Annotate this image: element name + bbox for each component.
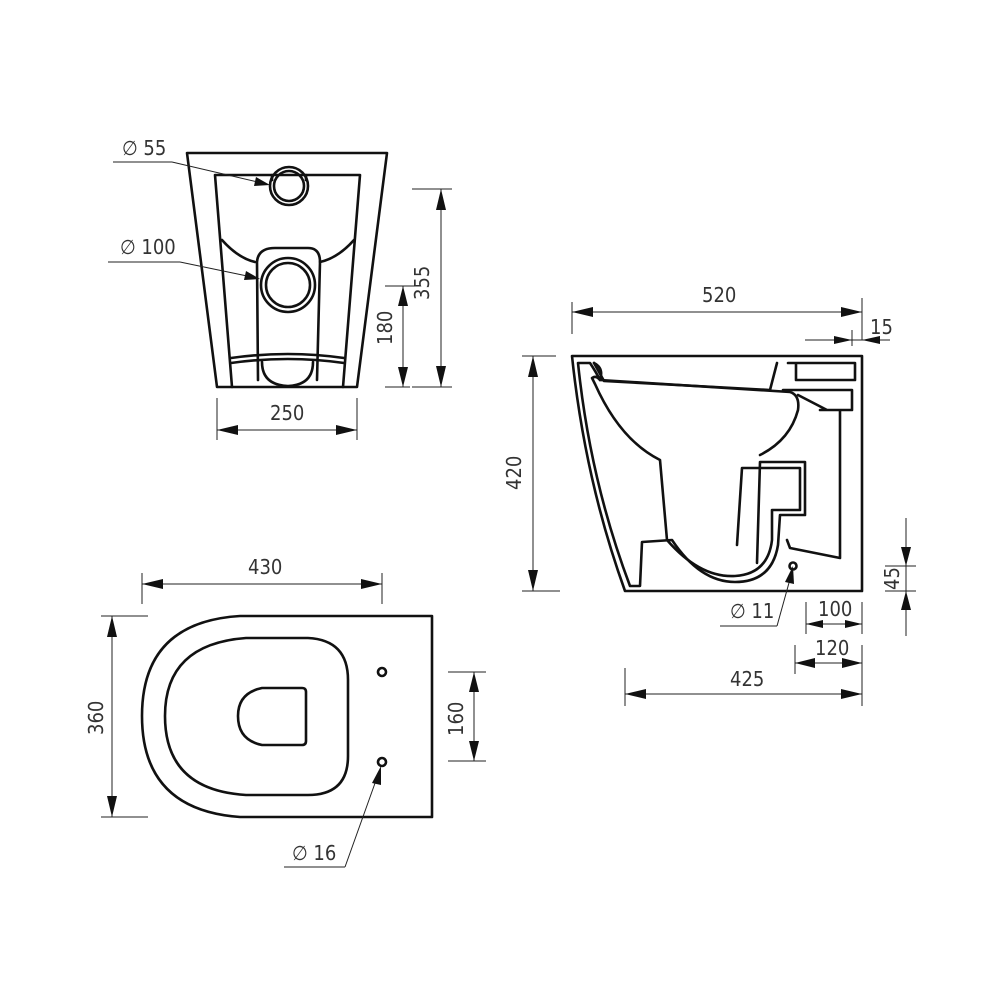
dim-fixing-hole-diameter: ∅ 11 [730, 599, 774, 623]
rear-inlet-outer [268, 165, 310, 207]
dim-top-length: 430 [248, 555, 282, 579]
dim-side-length: 520 [702, 283, 736, 307]
rear-inlet-tab [270, 173, 308, 182]
rear-view: ∅ 55 ∅ 100 355 180 250 [108, 136, 452, 440]
dim-rear-height: 355 [410, 266, 434, 300]
dim-outlet-height: 180 [373, 311, 397, 345]
side-rim-top [592, 361, 779, 392]
dim-top-width: 360 [84, 701, 108, 735]
side-view: 520 15 420 45 ∅ 11 100 [502, 283, 916, 706]
dim-back-to-outlet: 120 [815, 636, 849, 660]
side-outer-outline [570, 354, 864, 593]
dim-hinge-spacing: 160 [444, 702, 468, 736]
dim-base-length: 425 [730, 667, 764, 691]
rear-shoulder-curves [220, 238, 356, 264]
rear-outer-outline [185, 151, 389, 389]
dim-outlet-diameter: ∅ 100 [120, 235, 176, 259]
rear-bottom-cup [260, 360, 315, 388]
dim-inlet-diameter: ∅ 55 [122, 136, 166, 160]
dim-floor-fixing: 45 [880, 567, 904, 590]
dim-back-to-fixing: 100 [818, 597, 852, 621]
top-bowl-opening [236, 686, 308, 747]
side-bowl-inner [590, 375, 802, 578]
top-view: 430 360 160 ∅ 16 [84, 555, 486, 868]
dim-side-height: 420 [502, 456, 526, 490]
top-outer-outline [140, 614, 434, 819]
dim-base-width: 250 [270, 401, 304, 425]
rear-inner-panel [213, 173, 362, 389]
top-inner-ring [163, 636, 350, 797]
rear-outlet-housing [255, 246, 322, 382]
top-hinge-hole-upper [376, 666, 388, 678]
rear-inlet-inner [272, 169, 306, 203]
rear-bottom-band [229, 352, 346, 365]
rear-outlet-inner [264, 261, 312, 309]
rear-outlet-outer [259, 256, 317, 314]
dim-hinge-hole-diameter: ∅ 16 [292, 841, 336, 865]
dim-offset: 15 [870, 315, 893, 339]
top-hinge-hole-lower [376, 756, 388, 768]
side-rear-inlet [781, 361, 857, 560]
